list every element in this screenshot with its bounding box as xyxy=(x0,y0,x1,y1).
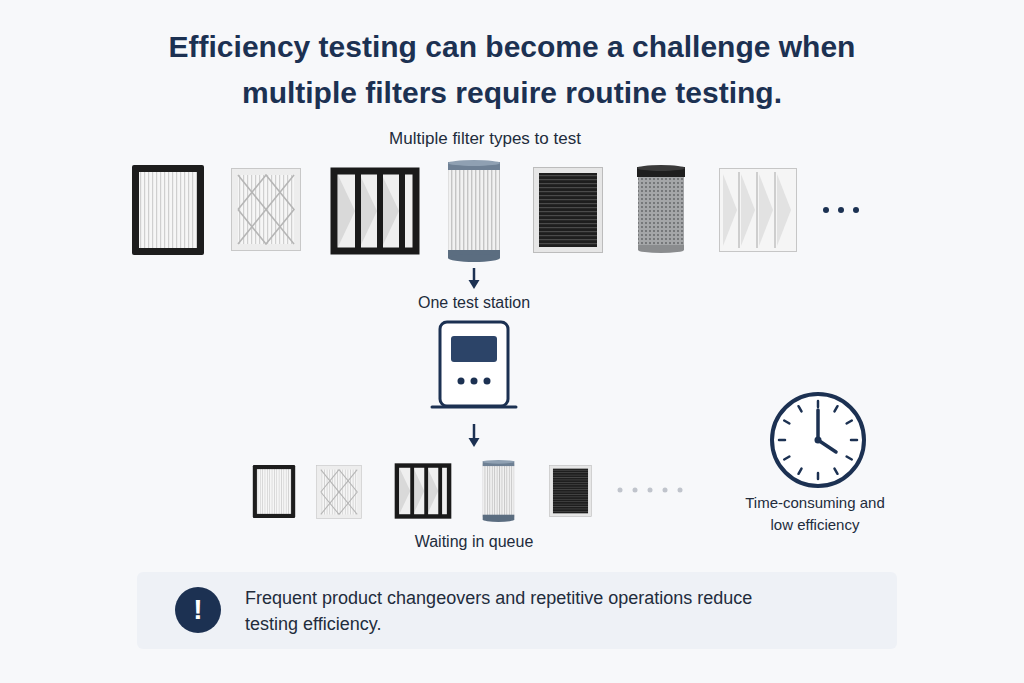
queue-dots xyxy=(618,488,683,493)
arrowhead xyxy=(469,280,480,289)
more-dots xyxy=(823,207,859,213)
clock-group: Time-consuming and low efficiency xyxy=(740,388,890,536)
note-banner: Frequent product changeovers and repetit… xyxy=(137,572,897,649)
hepa-filter xyxy=(132,165,204,255)
alert-symbol: ! xyxy=(175,587,221,633)
test-station: One test station xyxy=(414,292,535,412)
cartridge-filter xyxy=(448,160,500,262)
arrow-line xyxy=(473,424,476,439)
panel-filter xyxy=(317,465,362,518)
group-label: Time-consuming and low efficiency xyxy=(740,492,890,536)
flow-arrow xyxy=(469,424,480,447)
flow-arrow xyxy=(469,268,480,289)
carbon-filter xyxy=(550,465,592,516)
v-bank-filter xyxy=(397,466,449,517)
filter-group: Multiple filter types to test xyxy=(110,128,860,266)
cartridge-filter xyxy=(483,460,515,522)
note-text: Frequent product changeovers and repetit… xyxy=(245,585,765,637)
clock-icon xyxy=(772,394,864,486)
filter-row xyxy=(132,160,859,262)
carbon-filter xyxy=(534,168,603,253)
alert-circle: ! xyxy=(175,587,221,633)
bag-filter xyxy=(720,169,797,252)
queue-group: Waiting in queue xyxy=(238,455,710,552)
arrowhead xyxy=(469,438,480,447)
group-label: Multiple filter types to test xyxy=(110,128,860,150)
test-station-icon xyxy=(432,322,516,407)
title: Efficiency testing can become a challeng… xyxy=(112,24,912,116)
group-label: Waiting in queue xyxy=(238,531,710,552)
group-label: One test station xyxy=(414,292,535,313)
metal-cartridge xyxy=(637,165,685,253)
panel-filter xyxy=(232,169,301,251)
v-bank-filter xyxy=(334,171,416,251)
arrow-line xyxy=(473,268,476,281)
queue-row xyxy=(253,460,683,522)
hepa-filter xyxy=(253,465,295,518)
